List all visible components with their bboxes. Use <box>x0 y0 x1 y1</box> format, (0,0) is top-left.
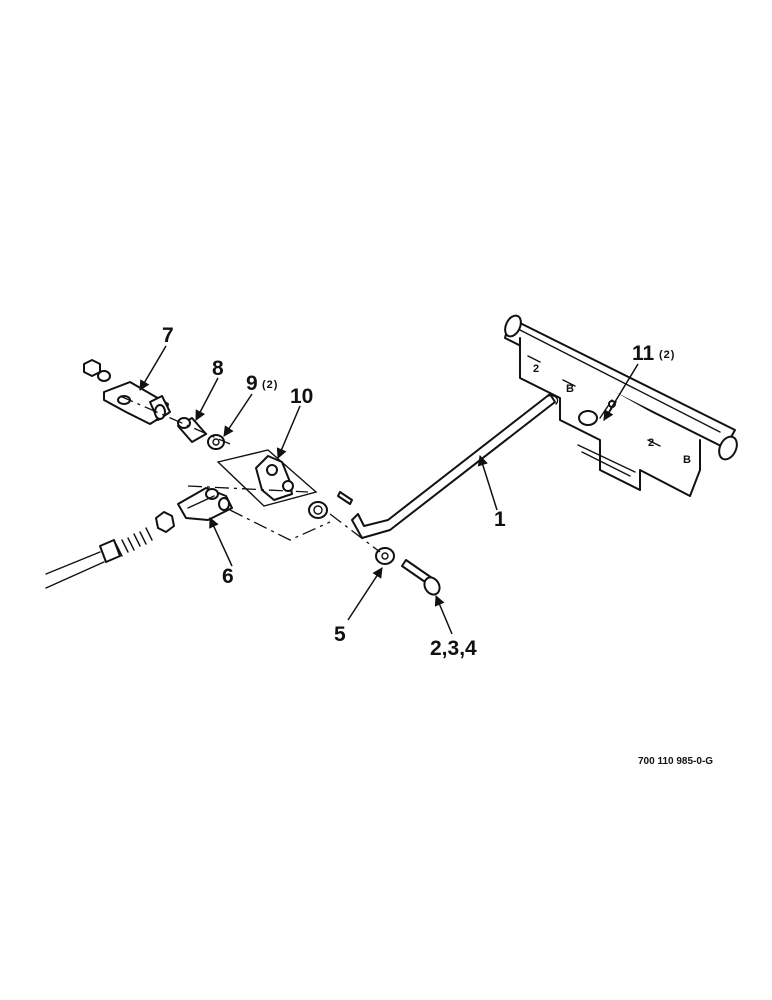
yoke-part-6 <box>177 487 233 521</box>
callout-10: 10 <box>290 385 313 408</box>
callout-11-qty: (2) <box>659 349 675 361</box>
callout-2-3-4: 2,3,4 <box>430 637 477 660</box>
cotter-pin <box>337 491 353 505</box>
callout-8: 8 <box>212 357 224 380</box>
hex-nut <box>83 359 111 382</box>
control-rod <box>351 393 559 539</box>
callout-5: 5 <box>334 623 346 646</box>
callout-9-qty: (2) <box>262 379 278 391</box>
svg-text:2: 2 <box>648 437 655 449</box>
washer-part-5 <box>375 547 395 565</box>
drawing-number: 700 110 985-0-G <box>638 756 713 767</box>
svg-text:2: 2 <box>533 363 540 375</box>
callout-6: 6 <box>222 565 234 588</box>
bushing-near-rod <box>308 501 328 519</box>
jam-nut <box>155 511 175 533</box>
callout-1: 1 <box>494 508 506 531</box>
bushing-part-9 <box>207 434 225 450</box>
callout-11: 11 <box>632 342 655 365</box>
svg-text:B: B <box>683 454 692 466</box>
bushing-part-8 <box>177 417 207 443</box>
angle-bracket-part-7 <box>103 381 171 425</box>
callout-labels: 7 8 9 (2) 10 6 1 5 2,3,4 11 (2) <box>162 324 675 660</box>
svg-text:B: B <box>566 383 575 395</box>
clevis-bracket-part-10 <box>216 449 318 507</box>
center-lines <box>119 395 381 553</box>
clevis-pin-parts-2-3-4 <box>401 559 441 596</box>
callout-9: 9 <box>246 372 258 395</box>
callout-7: 7 <box>162 324 174 347</box>
leader-lines <box>139 345 639 635</box>
cable-with-spring <box>45 527 153 589</box>
